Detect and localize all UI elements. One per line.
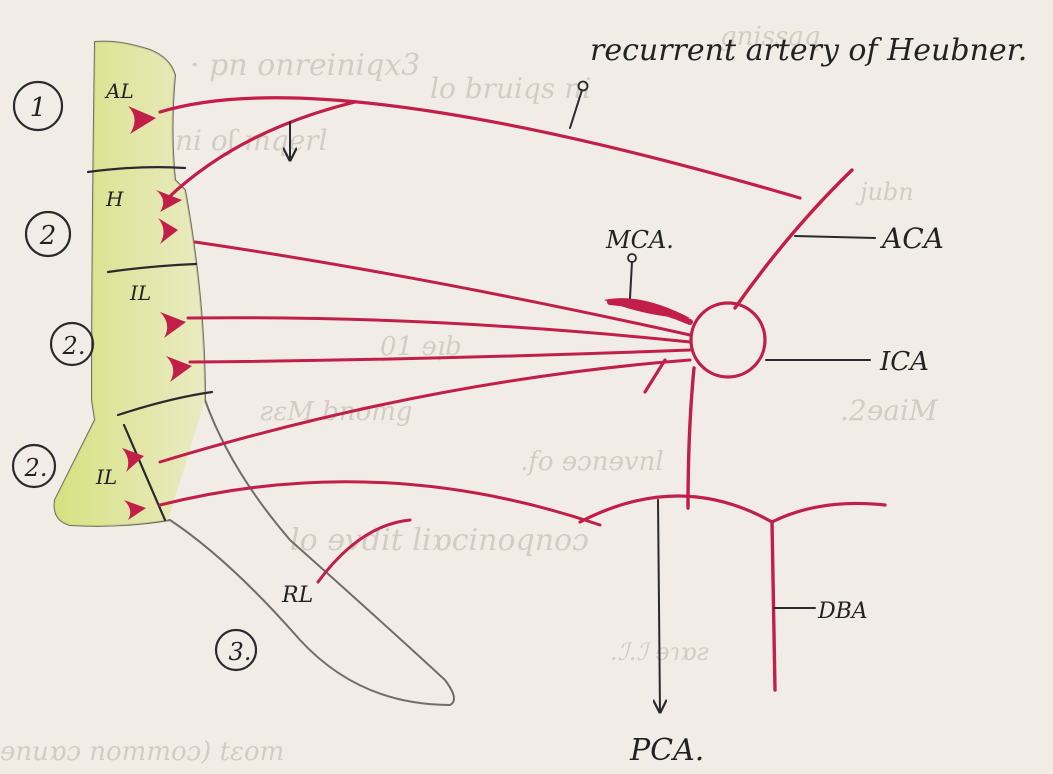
dba-label: DBA	[817, 599, 868, 624]
svg-text:lo bruiqs ni: lo bruiqs ni	[430, 72, 591, 105]
svg-text:.2ɘaiM: .2ɘaiM	[840, 394, 939, 427]
svg-text:1: 1	[30, 93, 47, 123]
region-number-1: 1	[14, 82, 62, 130]
pca-arch-right	[772, 503, 885, 522]
aca-label: ACA	[879, 222, 944, 255]
ica-circle	[691, 303, 765, 377]
svg-text:RL: RL	[281, 583, 313, 608]
region-number-2c: 2.	[13, 445, 55, 487]
pca-arch-left	[580, 496, 772, 522]
svg-text:H: H	[105, 187, 124, 211]
aca-vessel	[735, 170, 852, 308]
svg-text:ɘnuɒɔ nommoɔ) tεom: ɘnuɒɔ nommoɔ) tεom	[0, 737, 284, 767]
svg-text:jubn: jubn	[855, 178, 914, 206]
region-number-2b: 2.	[51, 323, 93, 365]
ica-stem	[688, 368, 694, 508]
svg-text:AL: AL	[104, 79, 134, 103]
region-number-2a: 2	[26, 212, 70, 256]
pca-label: PCA.	[629, 733, 704, 768]
svg-text:2.: 2.	[24, 454, 48, 482]
svg-text:· pn onreiniqx3: · pn onreiniqx3	[190, 48, 420, 83]
svg-text:2: 2	[39, 221, 57, 251]
svg-text:IL: IL	[129, 281, 151, 305]
svg-text:IL: IL	[95, 465, 117, 489]
svg-text:ƨεM bnomg: ƨεM bnomg	[260, 397, 413, 427]
ica-label: ICA	[879, 347, 929, 377]
svg-text:lo ɘvdit liɒcinoqnoɔ: lo ɘvdit liɒcinoqnoɔ	[290, 523, 589, 558]
basilar-vessel	[772, 522, 775, 690]
mca-label: MCA.	[605, 226, 674, 254]
svg-text:2.: 2.	[62, 332, 86, 360]
svg-text:3.: 3.	[229, 638, 252, 666]
recurrent-artery-label: recurrent artery of Heubner.	[590, 33, 1027, 68]
svg-text:.fo ɘɔnɘvnl: .fo ɘɔnɘvnl	[520, 447, 664, 477]
region-number-3: 3.	[216, 630, 256, 670]
arteries	[160, 98, 885, 690]
